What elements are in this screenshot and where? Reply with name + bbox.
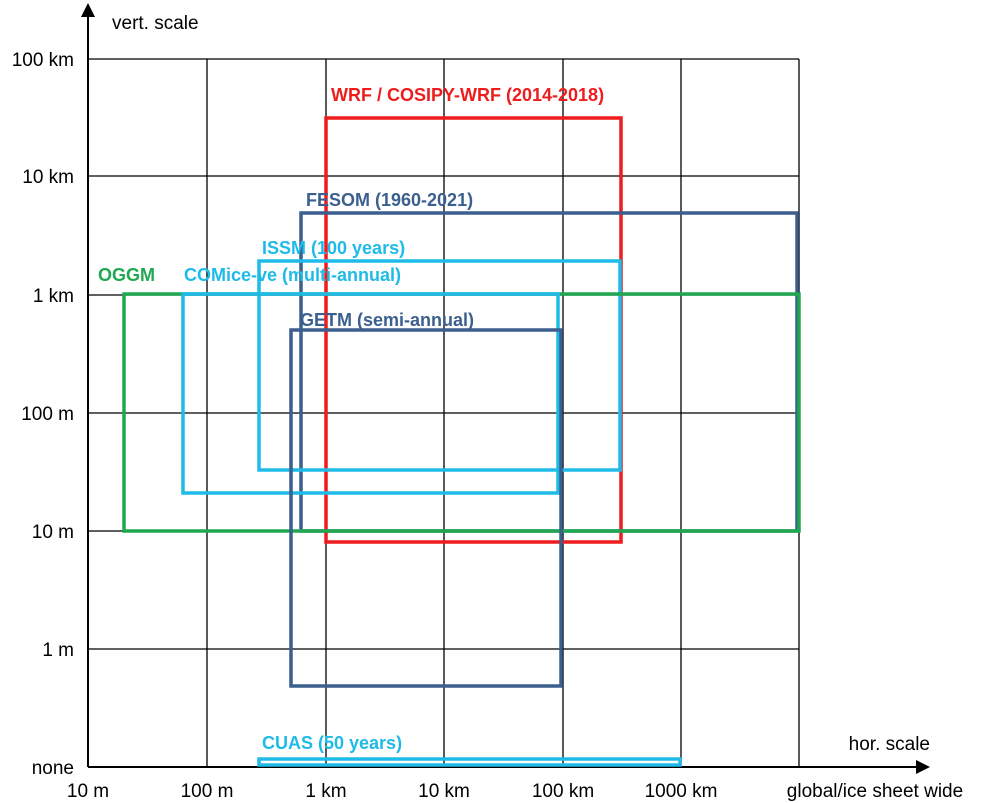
y-tick-1-km: 1 km	[33, 286, 74, 307]
x-tick-1000-km: 1000 km	[645, 781, 718, 802]
label-comice: COMice-ve (multi-annual)	[184, 265, 401, 285]
label-ogcm: OGGM	[98, 265, 155, 285]
axes: vert. scale hor. scale	[81, 3, 930, 774]
box-comice	[181, 292, 560, 495]
y-tick-1-m: 1 m	[42, 640, 74, 661]
x-axis-title: hor. scale	[849, 734, 930, 755]
model-labels: WRF / COSIPY-WRF (2014-2018) FESOM (1960-…	[98, 85, 604, 753]
y-axis-arrow-icon	[81, 3, 95, 17]
box-issm	[257, 259, 622, 472]
grid	[88, 58, 800, 767]
x-tick-100-m: 100 m	[181, 781, 234, 802]
x-axis-arrow-icon	[916, 760, 930, 774]
y-tick-none: none	[32, 758, 74, 779]
box-getm	[289, 328, 563, 688]
y-tick-100-km: 100 km	[12, 50, 74, 71]
tick-labels: 10 m 100 m 1 km 10 km 100 km 1000 km global/ic…	[12, 50, 964, 802]
y-tick-10-m: 10 m	[32, 522, 74, 543]
x-tick-1-km: 1 km	[305, 781, 346, 802]
x-tick-global-ice-sheet-wide: global/ice sheet wide	[787, 781, 963, 802]
model-boxes	[122, 116, 801, 767]
x-tick-10-m: 10 m	[67, 781, 109, 802]
y-axis-title: vert. scale	[112, 13, 199, 34]
x-tick-10-km: 10 km	[418, 781, 470, 802]
label-cuas: CUAS (50 years)	[262, 733, 402, 753]
label-getm: GETM (semi-annual)	[300, 310, 474, 330]
box-cuas	[257, 757, 682, 767]
y-tick-100-m: 100 m	[21, 404, 74, 425]
y-tick-10-km: 10 km	[22, 167, 74, 188]
label-fesom: FESOM (1960-2021)	[306, 190, 473, 210]
label-wrf: WRF / COSIPY-WRF (2014-2018)	[331, 85, 604, 105]
label-issm: ISSM (100 years)	[262, 238, 405, 258]
x-tick-100-km: 100 km	[532, 781, 594, 802]
